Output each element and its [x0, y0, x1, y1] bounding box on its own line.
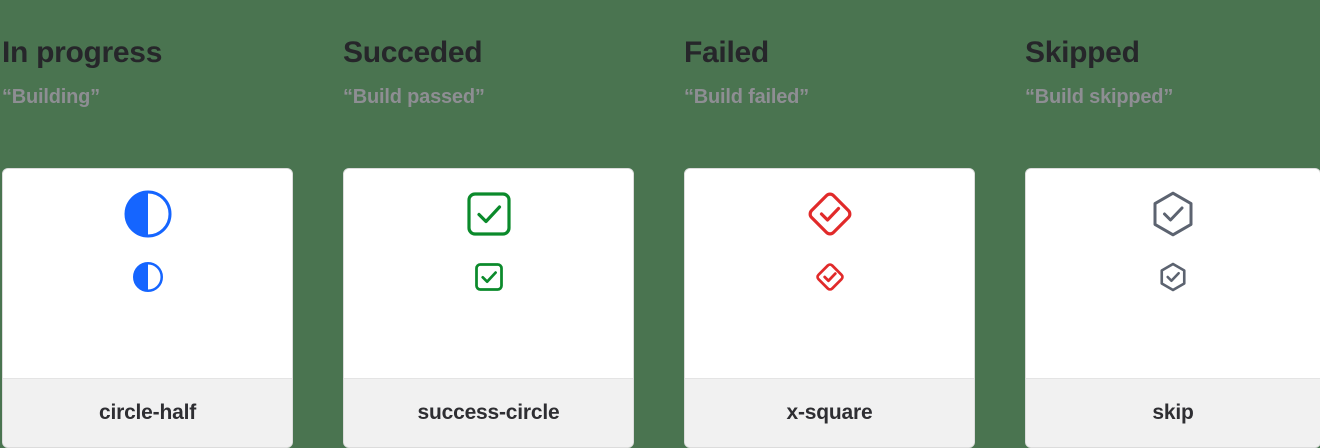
skip-icon [1153, 191, 1193, 237]
status-column-succeeded: Succeded “Build passed” success-circle [341, 0, 682, 448]
success-circle-icon [466, 192, 511, 236]
status-heading-group: Succeded “Build passed” [341, 0, 682, 109]
icon-name-label: success-circle [417, 401, 560, 424]
status-subtitle: “Build passed” [343, 86, 485, 108]
status-subtitle: “Build failed” [684, 86, 809, 108]
icon-card-x-square[interactable]: x-square [684, 168, 975, 448]
success-circle-icon-small [474, 263, 503, 291]
icon-card-body [3, 169, 292, 378]
icon-card-footer: skip [1026, 378, 1320, 447]
icon-name-label: x-square [786, 401, 873, 424]
icon-card-success-circle[interactable]: success-circle [343, 168, 634, 448]
icon-card-footer: success-circle [344, 378, 633, 447]
status-column-skipped: Skipped “Build skipped” skip [1023, 0, 1320, 448]
status-title: In progress [2, 36, 163, 69]
status-heading-group: Failed “Build failed” [682, 0, 1023, 109]
circle-half-icon [124, 190, 171, 238]
icon-card-footer: circle-half [3, 378, 292, 447]
status-subtitle: “Build skipped” [1025, 86, 1174, 108]
x-square-icon [808, 192, 851, 236]
status-title: Succeded [343, 36, 483, 69]
icon-card-body [344, 169, 633, 378]
icon-card-body [1026, 169, 1320, 378]
x-square-icon-small [815, 263, 844, 291]
circle-half-icon-small [132, 262, 163, 292]
status-column-in-progress: In progress “Building” circle-half [0, 0, 341, 448]
skip-icon-small [1160, 262, 1186, 292]
icon-card-body [685, 169, 974, 378]
icon-card-circle-half[interactable]: circle-half [2, 168, 293, 448]
icon-card-footer: x-square [685, 378, 974, 447]
icon-name-label: skip [1152, 401, 1194, 424]
status-subtitle: “Building” [2, 86, 100, 108]
icon-card-skip[interactable]: skip [1025, 168, 1320, 448]
status-title: Failed [684, 36, 769, 69]
status-heading-group: Skipped “Build skipped” [1023, 0, 1320, 109]
status-heading-group: In progress “Building” [0, 0, 341, 109]
icon-name-label: circle-half [98, 401, 196, 424]
status-title: Skipped [1025, 36, 1140, 69]
status-column-failed: Failed “Build failed” x-squ [682, 0, 1023, 448]
